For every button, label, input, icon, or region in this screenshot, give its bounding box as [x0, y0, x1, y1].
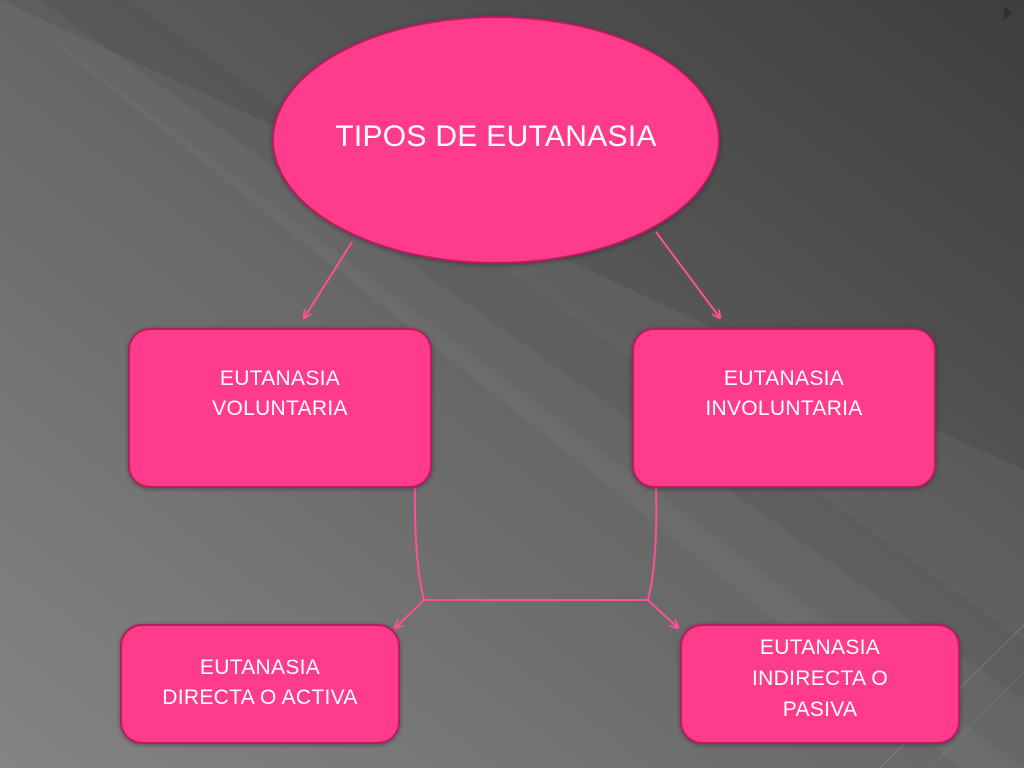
- node-eutanasia-indirecta-o-pasiva: EUTANASIA INDIRECTA O PASIVA: [680, 624, 960, 744]
- node-label-line: EUTANASIA: [759, 635, 881, 659]
- node-eutanasia-voluntaria: EUTANASIA VOLUNTARIA: [128, 328, 432, 488]
- node-label-line: EUTANASIA: [723, 367, 845, 390]
- node-label-line: INDIRECTA O: [752, 666, 888, 690]
- bullet-icon: [1004, 6, 1012, 20]
- node-label-line: PASIVA: [782, 697, 858, 721]
- root-node-label: TIPOS DE EUTANASIA: [335, 120, 657, 153]
- node-eutanasia-involuntaria: EUTANASIA INVOLUNTARIA: [632, 328, 936, 488]
- node-label-line: DIRECTA O ACTIVA: [162, 686, 358, 709]
- node-label-line: VOLUNTARIA: [212, 397, 348, 420]
- node-eutanasia-directa-o-activa: EUTANASIA DIRECTA O ACTIVA: [120, 624, 400, 744]
- node-label-line: INVOLUNTARIA: [705, 397, 863, 420]
- node-label-line: EUTANASIA: [199, 656, 321, 679]
- root-node-tipos-de-eutanasia: TIPOS DE EUTANASIA: [272, 16, 720, 264]
- node-label-line: EUTANASIA: [219, 367, 341, 390]
